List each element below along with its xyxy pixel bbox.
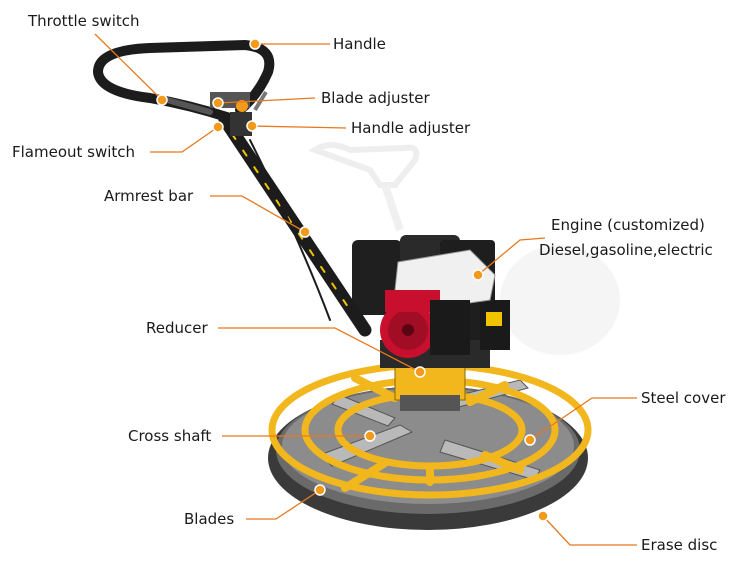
label-steel-cover: Steel cover [641,389,726,407]
label-blade-adjuster: Blade adjuster [321,89,430,107]
label-engine-line1: Engine (customized) [551,216,705,234]
label-engine-line2: Diesel,gasoline,electric [539,241,713,259]
marker-engine [472,269,484,281]
label-cross-shaft: Cross shaft [128,427,212,445]
marker-throttle-switch [156,94,168,106]
label-erase-disc: Erase disc [641,536,718,554]
marker-cross-shaft [364,430,376,442]
label-handle: Handle [333,35,386,53]
label-handle-adjuster: Handle adjuster [351,119,471,137]
marker-handle-adjuster [246,120,258,132]
label-flameout-switch: Flameout switch [12,143,136,161]
label-throttle-switch: Throttle switch [28,12,140,30]
marker-flameout-switch [212,121,224,133]
marker-handle [249,38,261,50]
leader-lines [94,33,637,546]
marker-steel-cover [524,434,536,446]
label-reducer: Reducer [146,319,208,337]
marker-armrest-bar [299,226,311,238]
marker-dots [156,38,549,522]
label-blades: Blades [184,510,235,528]
reflection-shadow [308,142,620,355]
marker-erase-disc [537,510,549,522]
marker-reducer [414,366,426,378]
marker-blade-adjuster [212,97,224,109]
label-armrest-bar: Armrest bar [104,187,194,205]
marker-blades [314,484,326,496]
engine-shape [352,235,510,358]
